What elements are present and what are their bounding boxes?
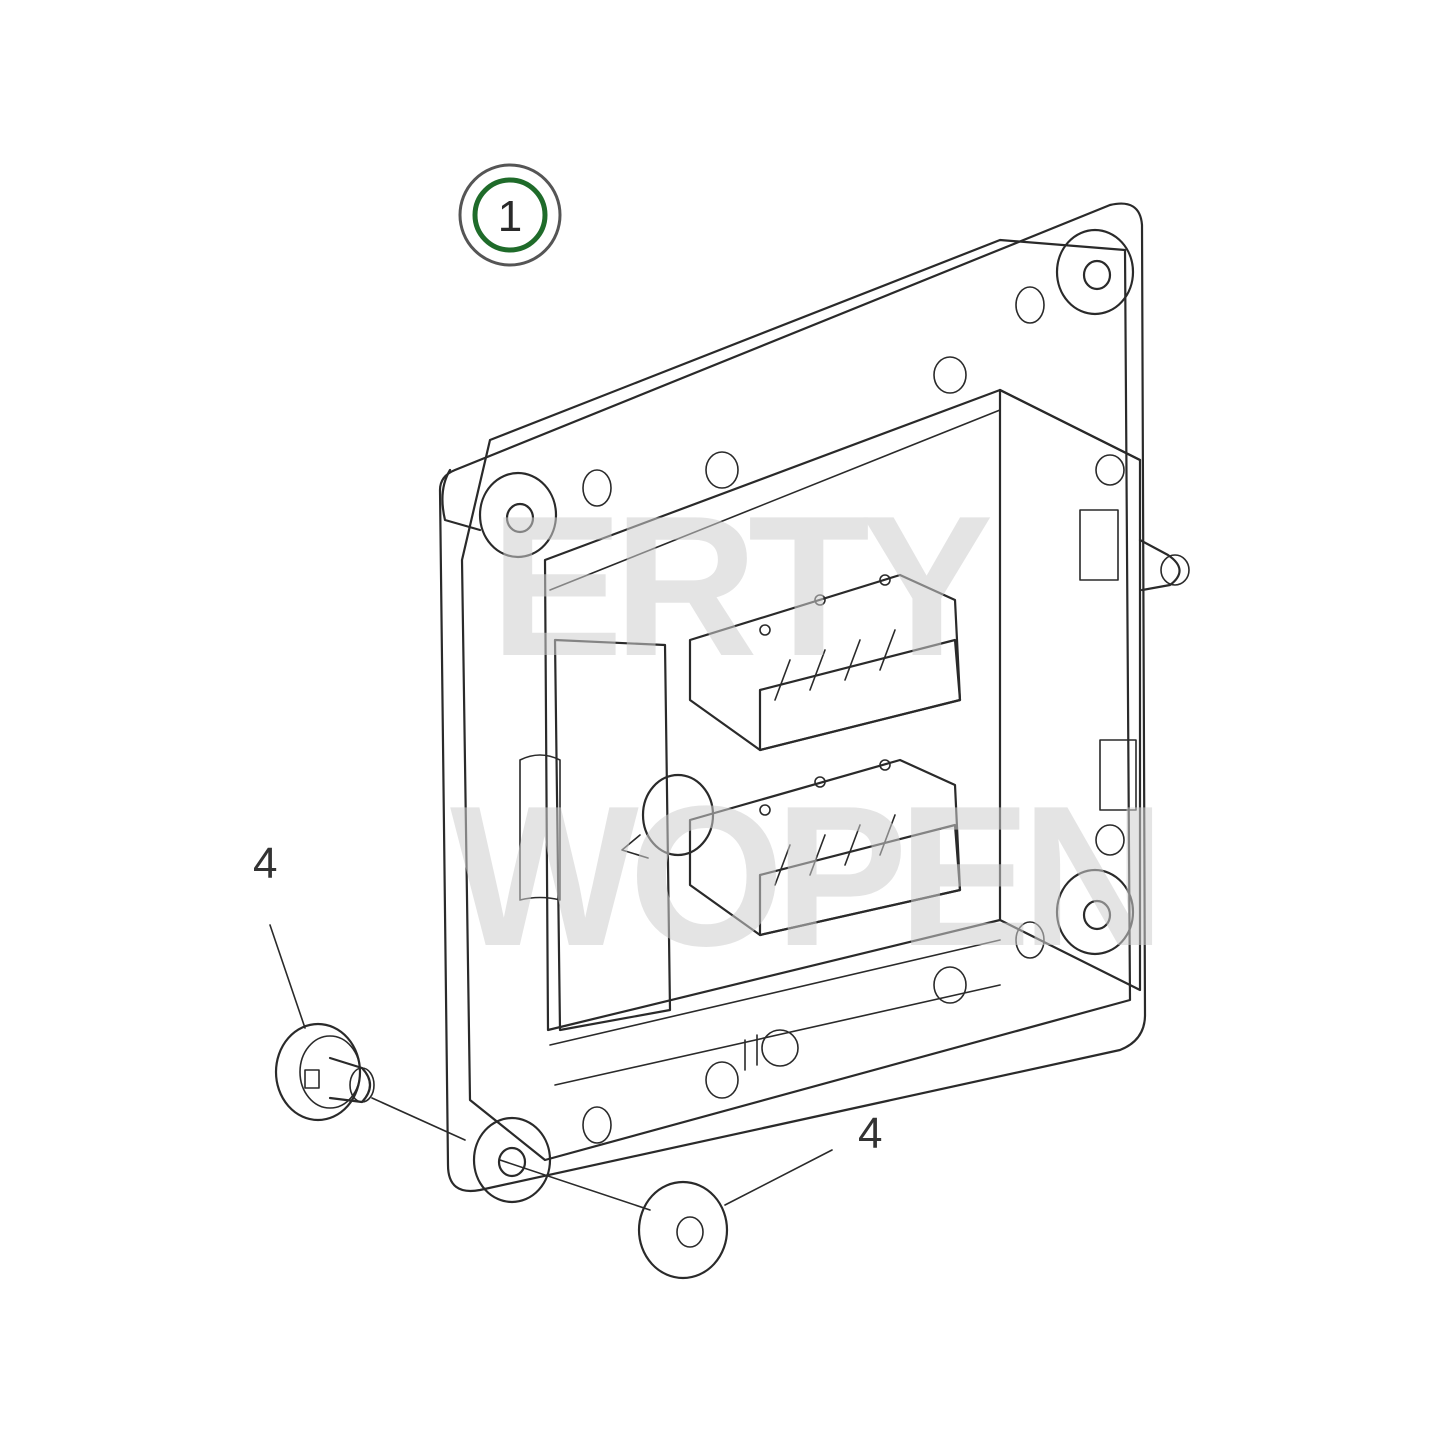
watermark-line-1: ERTY <box>490 475 991 698</box>
connector-upper-icon <box>688 573 962 752</box>
housing-marking <box>744 1029 799 1071</box>
mount-boss-top-left-icon <box>441 468 558 559</box>
watermark-line-2: WOPEN <box>450 765 1156 988</box>
assembly-lines <box>371 1097 651 1211</box>
back-plate <box>438 202 1147 1193</box>
watermark: ERTY WOPEN <box>450 475 1166 988</box>
studs <box>582 286 1190 1144</box>
mount-boss-top-right-icon <box>1055 228 1135 316</box>
part-number-badge: 1 <box>458 163 562 267</box>
front-frame <box>460 238 1132 1162</box>
mount-boss-bottom-right-icon <box>1055 868 1135 956</box>
connector-lower-icon <box>688 758 962 937</box>
connector-latch-icon <box>621 773 715 859</box>
callout-right: 4 <box>724 1109 882 1206</box>
grommet-left-icon <box>274 1022 375 1122</box>
control-unit-housing-icon <box>438 202 1181 1193</box>
grommet-right-icon <box>637 1180 729 1280</box>
part-number-label: 1 <box>498 192 522 241</box>
callout-right-label: 4 <box>858 1109 882 1158</box>
callout-left: 4 <box>253 839 306 1029</box>
mount-boss-bottom-left-icon <box>472 1116 552 1204</box>
callout-left-label: 4 <box>253 839 277 888</box>
